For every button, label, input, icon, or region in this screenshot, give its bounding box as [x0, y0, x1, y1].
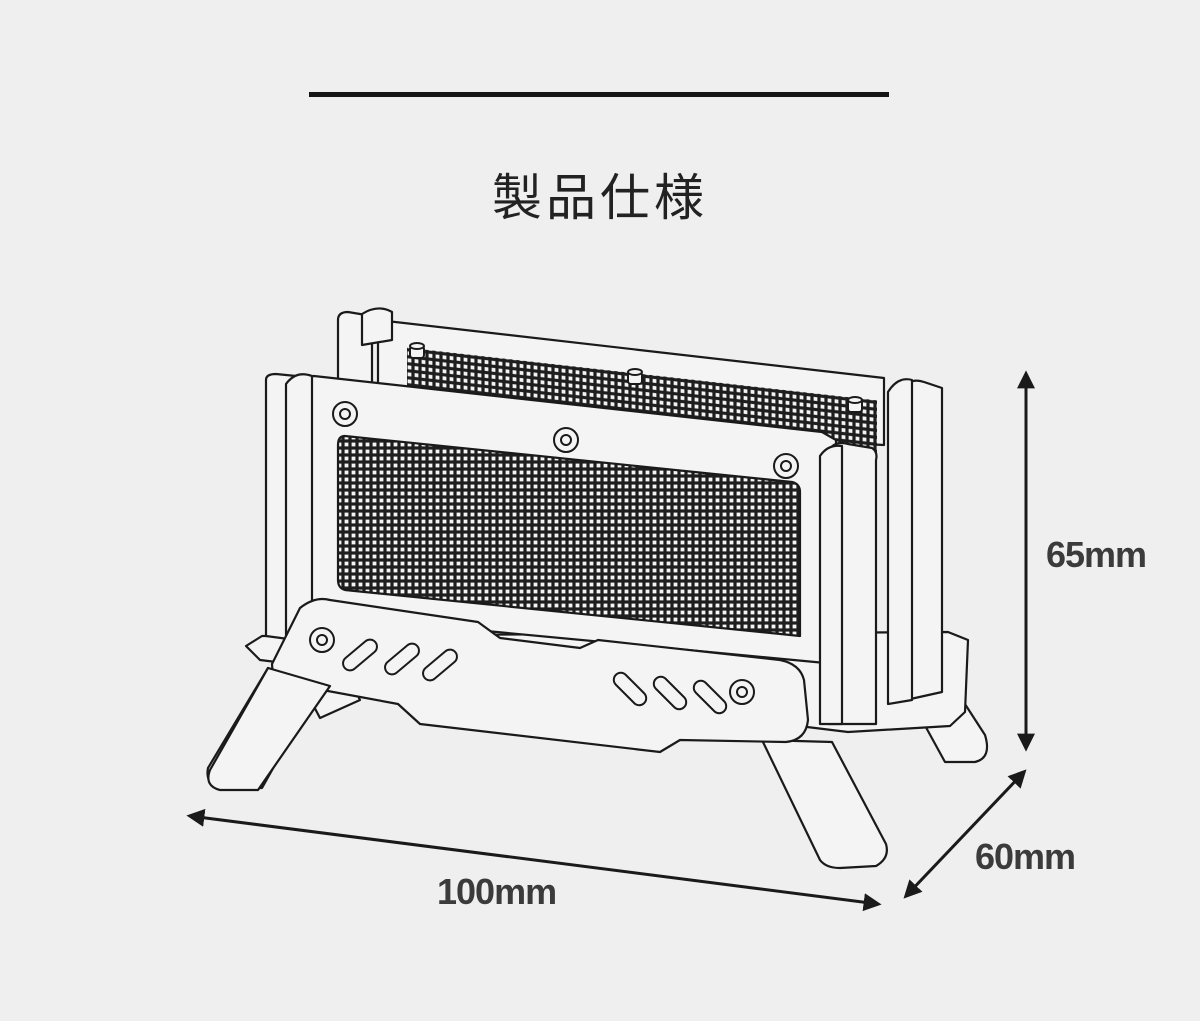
bolt-top-right — [773, 453, 799, 479]
bolt-rail-left — [309, 627, 335, 653]
slot-left-2 — [384, 642, 420, 676]
slot-right-2 — [652, 675, 688, 711]
leg-front-right — [760, 738, 888, 870]
width-arrow — [186, 808, 882, 912]
slot-right-3 — [692, 679, 728, 715]
width-label: 100mm — [437, 871, 557, 912]
bolt-top-center — [553, 427, 579, 453]
title-divider — [309, 92, 889, 97]
pin-center — [627, 368, 643, 385]
bolt-rail-right — [729, 679, 755, 705]
side-post-left-front-inner — [284, 373, 314, 642]
leg-front-left — [207, 666, 332, 792]
side-post-right-inner — [886, 378, 914, 706]
pin-left — [409, 342, 425, 359]
height-label: 65mm — [1046, 534, 1147, 575]
slot-left-3 — [422, 648, 458, 682]
side-post-left-inner — [360, 307, 394, 347]
depth-arrow — [903, 769, 1027, 899]
front-mesh — [336, 434, 802, 638]
pin-right — [847, 396, 863, 413]
page-title: 製品仕様 — [492, 169, 708, 227]
slot-right-1 — [612, 671, 648, 707]
side-post-right-front-inner — [818, 444, 844, 726]
slot-left-1 — [342, 638, 378, 672]
bolt-top-left — [332, 401, 358, 427]
depth-label: 60mm — [975, 836, 1076, 877]
